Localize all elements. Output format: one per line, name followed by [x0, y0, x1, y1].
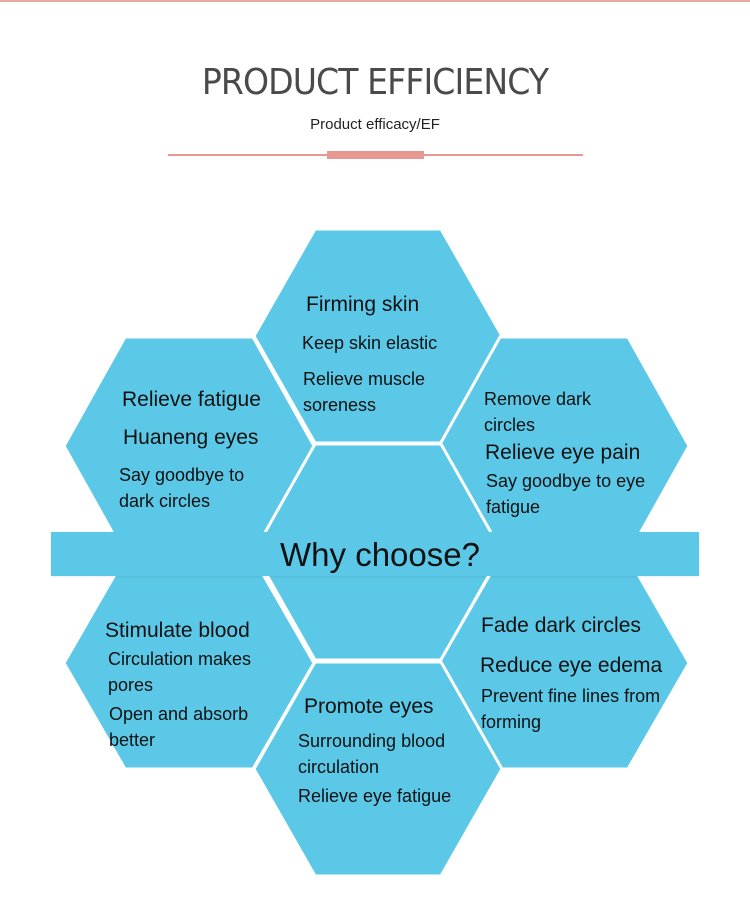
bottom-line-1: Surrounding blood [298, 731, 446, 751]
lower-left-line-3: Open and absorb [109, 704, 249, 724]
top-line-2: Relieve muscle [303, 369, 426, 389]
upper-left-line-1: Say goodbye to [119, 465, 245, 485]
lower-right-line-2: forming [481, 712, 542, 732]
page-title: PRODUCT EFFICIENCY [201, 62, 549, 103]
upper-right-line-1: Remove dark [484, 389, 592, 409]
top-accent-rule [0, 0, 750, 2]
top-line-3: soreness [303, 395, 377, 415]
bottom-line-3: Relieve eye fatigue [298, 786, 452, 806]
upper-right-line-3: Say goodbye to eye [486, 471, 646, 491]
hex-bottom [252, 660, 504, 878]
upper-left-line-2: dark circles [119, 491, 211, 511]
title-divider-accent [327, 151, 424, 159]
upper-right-line-2: circles [484, 415, 536, 435]
top-line-1: Keep skin elastic [302, 333, 438, 353]
lower-right-heading: Fade dark circles [481, 614, 641, 637]
bottom-line-2: circulation [298, 757, 380, 777]
page-subtitle: Product efficacy/EF [310, 116, 440, 133]
lower-left-line-1: Circulation makes [108, 649, 252, 669]
lower-left-line-4: better [109, 730, 156, 750]
upper-left-heading-2: Huaneng eyes [123, 426, 259, 449]
why-choose-label: Why choose? [280, 536, 480, 573]
lower-right-line-1: Prevent fine lines from [481, 686, 661, 706]
top-heading: Firming skin [306, 293, 420, 316]
upper-left-heading: Relieve fatigue [122, 388, 261, 411]
why-choose-banner [51, 532, 699, 576]
upper-right-heading: Relieve eye pain [485, 441, 641, 464]
lower-right-heading-2: Reduce eye edema [480, 654, 663, 677]
lower-left-line-2: pores [108, 675, 154, 695]
bottom-heading: Promote eyes [304, 695, 434, 718]
upper-right-line-4: fatigue [486, 497, 541, 517]
lower-left-heading: Stimulate blood [105, 619, 250, 642]
